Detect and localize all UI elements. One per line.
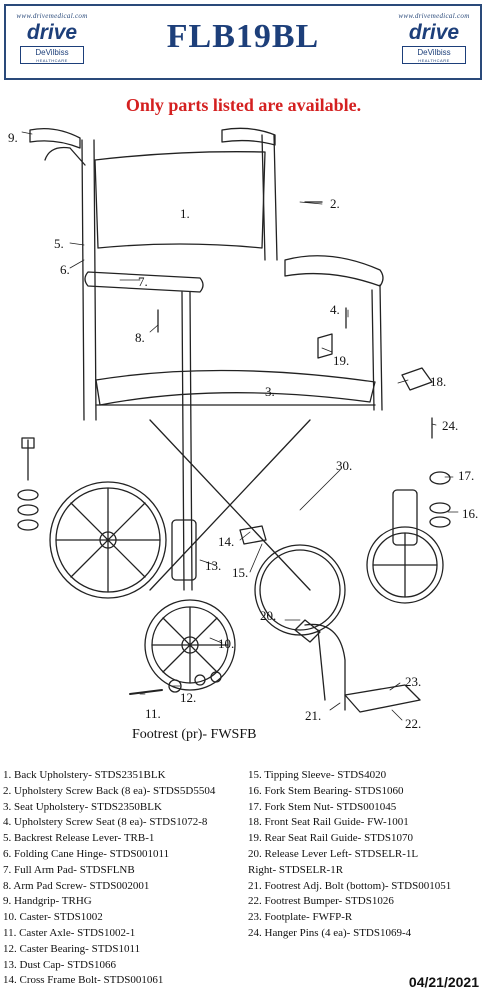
left-rear-wheel <box>49 481 167 599</box>
brake-lever <box>44 146 86 166</box>
left-arm-pad <box>84 271 204 293</box>
part-list-item: 6. Folding Cane Hinge- STDS001011 <box>3 847 170 860</box>
part-list-item: 17. Fork Stem Nut- STDS001045 <box>248 800 397 813</box>
right-arm-pad <box>284 255 384 287</box>
left-cane <box>81 139 85 421</box>
right-rear-wheel <box>254 544 346 636</box>
callout-22: 22. <box>405 716 421 730</box>
right-cane-inner <box>273 134 278 261</box>
callout-19: 19. <box>333 353 349 368</box>
part-list-item: 9. Handgrip- TRHG <box>3 895 92 908</box>
fork-stem-nut <box>429 471 451 485</box>
front-seat-rail-guide <box>401 367 433 391</box>
callout-3: 3. <box>265 384 275 399</box>
revision-date: 04/21/2021 <box>408 974 479 990</box>
footrest-label: Footrest (pr)- FWSFB <box>132 727 257 742</box>
part-list-item: 20. Release Lever Left- STDSELR-1L <box>248 847 419 860</box>
part-list-item: 13. Dust Cap- STDS1066 <box>3 958 117 971</box>
fork-stem <box>171 519 197 581</box>
callout-2: 2. <box>330 196 340 211</box>
brand-name-left: drive <box>26 21 78 44</box>
tipping-sleeve <box>239 525 267 545</box>
rear-seat-rail-guide <box>317 333 333 359</box>
callout-21: 21. <box>305 708 321 723</box>
part-list-item: 24. Hanger Pins (4 ea)- STDS1069-4 <box>248 926 412 939</box>
callout-13: 13. <box>205 558 221 573</box>
callout-30: 30. <box>336 458 352 473</box>
left-arm-frame <box>181 291 193 591</box>
release-lever <box>294 619 321 643</box>
back-upholstery <box>94 151 266 249</box>
part-list-item: Right- STDSELR-1R <box>248 863 344 876</box>
brand-name-right: drive <box>408 21 460 44</box>
part-list-item: 8. Arm Pad Screw- STDS002001 <box>3 879 150 892</box>
part-list-item: 10. Caster- STDS1002 <box>3 911 103 924</box>
part-list-item: 12. Caster Bearing- STDS1011 <box>3 942 141 955</box>
callout-8: 8. <box>135 330 145 345</box>
callout-14: 14. <box>218 534 234 549</box>
website-url-left: www.drivemedical.com <box>16 12 88 20</box>
callout-24: 24. <box>442 418 458 433</box>
callout-1: 1. <box>180 206 190 221</box>
part-list-item: 22. Footrest Bumper- STDS1026 <box>248 895 394 908</box>
left-handgrip <box>29 127 81 149</box>
right-fork-stem <box>392 489 418 546</box>
left-caster <box>144 599 236 691</box>
hex-bolt <box>21 437 35 481</box>
part-list-item: 16. Fork Stem Bearing- STDS1060 <box>248 784 404 797</box>
right-handgrip <box>221 127 276 146</box>
callout-9: 9. <box>8 130 18 145</box>
right-cane <box>261 134 266 261</box>
model-number: FLB19BL <box>166 18 320 55</box>
part-list-item: 1. Back Upholstery- STDS2351BLK <box>3 769 166 781</box>
part-list-item: 14. Cross Frame Bolt- STDS001061 <box>3 974 164 987</box>
caster-bearing <box>168 679 182 693</box>
callout-15: 15. <box>232 565 248 580</box>
part-list-item: 15. Tipping Sleeve- STDS4020 <box>248 769 387 781</box>
part-list-item: 18. Front Seat Rail Guide- FW-1001 <box>248 816 409 829</box>
callout-20: 20. <box>260 608 276 623</box>
right-arm-frame <box>371 284 383 411</box>
fork-stem-bearing <box>429 502 451 514</box>
parts-list-left: 1. Back Upholstery- STDS2351BLK 2. Uphols… <box>3 768 215 989</box>
callout-7: 7. <box>138 274 148 289</box>
seat-upholstery <box>95 369 376 406</box>
callout-18: 18. <box>430 374 446 389</box>
caster-axle <box>129 689 163 695</box>
callout-4: 4. <box>330 302 340 317</box>
part-list-item: 4. Upholstery Screw Seat (8 ea)- STDS107… <box>3 816 208 829</box>
callout-10: 10. <box>218 636 234 651</box>
part-list-item: 11. Caster Axle- STDS1002-1 <box>3 926 136 939</box>
left-cane-inner <box>93 139 97 421</box>
parts-list-right: 15. Tipping Sleeve- STDS4020 16. Fork Ste… <box>248 768 451 942</box>
callout-17: 17. <box>458 468 474 483</box>
callout-23: 23. <box>405 674 421 689</box>
part-list-item: 3. Seat Upholstery- STDS2350BLK <box>3 800 162 813</box>
wheelchair-exploded-diagram: 9. 1. 2. 5. 6. 7. 4. 8. 19. 3. 18. 24. 3… <box>8 127 478 730</box>
part-list-item: 21. Footrest Adj. Bolt (bottom)- STDS001… <box>248 879 452 892</box>
part-list-item: 7. Full Arm Pad- STDSFLNB <box>3 863 135 876</box>
part-list-item: 5. Backrest Release Lever- TRB-1 <box>3 832 155 845</box>
callout-11: 11. <box>145 706 161 721</box>
part-list-item: 19. Rear Seat Rail Guide- STDS1070 <box>248 832 413 845</box>
washer-stack-1 <box>17 489 39 501</box>
callout-5: 5. <box>54 236 64 251</box>
right-caster <box>366 526 444 604</box>
callout-12: 12. <box>180 690 196 705</box>
footplate <box>344 684 421 713</box>
callout-16: 16. <box>462 506 478 521</box>
cross-frame <box>149 419 311 591</box>
footrest-hanger <box>304 623 346 711</box>
availability-notice: Only parts listed are available. <box>125 95 362 115</box>
part-list-item: 2. Upholstery Screw Back (8 ea)- STDS5D5… <box>3 784 216 797</box>
callout-6: 6. <box>60 262 70 277</box>
part-list-item: 23. Footplate- FWFP-R <box>248 911 353 924</box>
website-url-right: www.drivemedical.com <box>398 12 470 20</box>
